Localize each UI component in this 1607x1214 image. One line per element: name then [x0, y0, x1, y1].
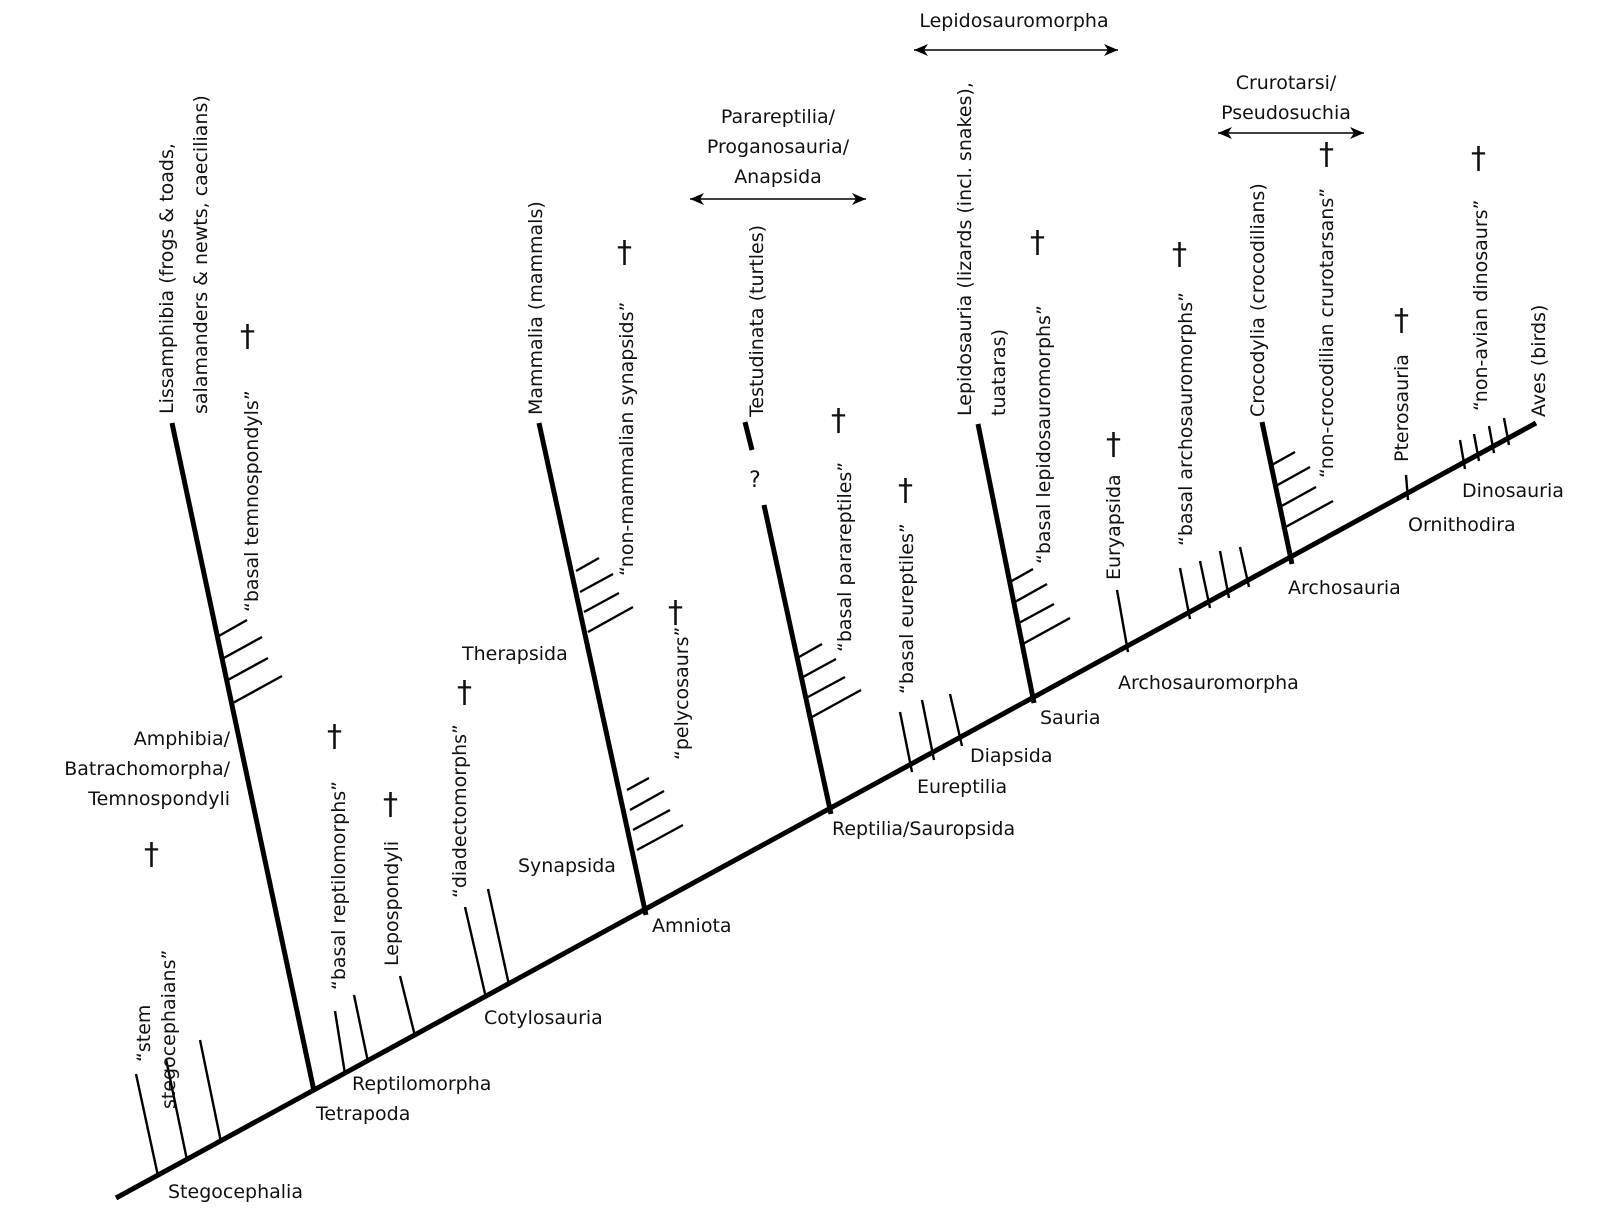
basal-archosauromorphs-label: “basal archosauromorphs”	[1175, 292, 1197, 546]
non-crocodilian-crurotarsans-branches	[1269, 450, 1334, 531]
mammalia-label: Mammalia (mammals)	[525, 201, 547, 415]
node-sauria: Sauria	[1040, 707, 1100, 729]
extinct-dagger-parareptiles: †	[831, 403, 846, 438]
parareptilia-line-3: Anapsida	[734, 166, 822, 188]
lissamphibia-label: Lissamphibia (frogs & toads, salamanders…	[156, 95, 212, 414]
node-tetrapoda: Tetrapoda	[315, 1103, 410, 1125]
euryapsida-branch	[1115, 589, 1130, 653]
extinct-dagger-dinosaurs: †	[1471, 141, 1486, 176]
stem-stegocephalians-branches	[134, 1039, 223, 1177]
basal-archosauromorphs-branches	[1178, 546, 1251, 620]
extinct-dagger-crurotarsans: †	[1319, 137, 1334, 172]
parareptilia-line-1: Parareptilia/	[721, 106, 836, 128]
lepidosauromorpha-text: Lepidosauromorpha	[919, 10, 1108, 32]
lissamphibia-line-2: salamanders & newts, caecilians)	[190, 95, 212, 414]
aves-label: Aves (birds)	[1528, 305, 1550, 417]
crocodylia-label: Crocodylia (crocodilians)	[1247, 183, 1269, 417]
extinct-dagger-pterosauria: †	[1394, 303, 1409, 338]
reptilomorph-branches	[333, 888, 511, 1075]
crurotarsi-line-2: Pseudosuchia	[1221, 102, 1351, 124]
extinct-dagger-lepospondyli: †	[383, 787, 398, 822]
non-avian-dinosaurs-label: “non-avian dinosaurs”	[1470, 200, 1492, 411]
extinct-dagger-archosauromorphs: †	[1172, 237, 1187, 272]
amphibia-line-2: Batrachomorpha/	[64, 758, 230, 780]
amphibia-label: Amphibia/ Batrachomorpha/ Temnospondyli	[64, 728, 230, 810]
uncertain-mark: ?	[749, 468, 761, 493]
node-synapsida: Synapsida	[518, 855, 616, 877]
mammalia-branch	[536, 422, 649, 916]
extinct-dagger-reptilomorphs: †	[327, 719, 342, 754]
extinct-dagger-euryapsida: †	[1106, 427, 1121, 462]
lepospondyli-label: Lepospondyli	[381, 841, 403, 966]
node-dinosauria: Dinosauria	[1462, 480, 1564, 502]
crocodylia-branch	[1259, 421, 1295, 565]
stem-line-1: “stem	[133, 1005, 155, 1062]
basal-temnospondyls-label: “basal temnospondyls”	[241, 390, 263, 612]
basal-temnospondyls-branches	[216, 618, 283, 706]
extinct-dagger-diadectomorphs: †	[457, 675, 472, 710]
pelycosaurs-branches	[626, 776, 684, 852]
pterosauria-branch	[1404, 474, 1410, 501]
extinct-dagger-temnospondyls: †	[240, 319, 255, 354]
parareptilia-bracket: Parareptilia/ Proganosauria/ Anapsida	[690, 106, 866, 205]
diadectomorphs-label: “diadectomorphs”	[449, 724, 471, 898]
lepidosauria-branch	[975, 423, 1037, 704]
extinct-dagger-lepidosauromorphs: †	[1030, 225, 1045, 260]
non-mammalian-synapsids-label: “non-mammalian synapsids”	[616, 302, 638, 576]
node-eureptilia: Eureptilia	[917, 776, 1007, 798]
pelycosaurs-label: “pelycosaurs”	[671, 627, 693, 760]
lepidosauria-line-2: tuataras)	[988, 329, 1010, 416]
parareptilia-line-2: Proganosauria/	[707, 136, 850, 158]
node-stegocephalia: Stegocephalia	[168, 1181, 303, 1203]
testudinata-stub	[742, 421, 755, 451]
node-diapsida: Diapsida	[970, 745, 1053, 767]
lepidosauria-label: Lepidosauria (lizards (incl. snakes), tu…	[954, 82, 1010, 416]
extinct-dagger-synapsids: †	[617, 235, 632, 270]
amphibia-line-3: Temnospondyli	[87, 788, 230, 810]
basal-eureptiles-label: “basal eureptiles”	[896, 523, 918, 694]
node-therapsida: Therapsida	[461, 643, 568, 665]
lepidosauria-line-1: Lepidosauria (lizards (incl. snakes),	[954, 82, 976, 416]
basal-lepidosauromorphs-branches	[1009, 567, 1071, 647]
node-amniota: Amniota	[652, 915, 732, 937]
non-crocodilian-crurotarsans-label: “non-crocodilian crurotarsans”	[1316, 188, 1338, 478]
stem-line-2: stegocephaians”	[158, 950, 180, 1109]
extinct-dagger-pelycosaurs: †	[668, 595, 683, 630]
basal-parareptiles-label: “basal parareptiles”	[834, 462, 856, 652]
extinct-dagger-stem: †	[144, 837, 159, 872]
basal-eureptiles-branches	[898, 693, 964, 773]
node-archosauromorpha: Archosauromorpha	[1118, 672, 1299, 694]
pterosauria-label: Pterosauria	[1391, 354, 1413, 462]
node-cotylosauria: Cotylosauria	[484, 1007, 603, 1029]
non-mammalian-synapsids-branches	[575, 556, 634, 634]
main-spine	[114, 420, 1538, 1201]
stem-stegocephalians-label: “stem stegocephaians”	[133, 950, 180, 1109]
node-reptilomorpha: Reptilomorpha	[352, 1073, 491, 1095]
amphibia-line-1: Amphibia/	[134, 728, 231, 750]
euryapsida-label: Euryapsida	[1103, 474, 1125, 580]
extinct-dagger-eureptiles: †	[898, 473, 913, 508]
lissamphibia-line-1: Lissamphibia (frogs & toads,	[156, 143, 178, 414]
node-archosauria: Archosauria	[1288, 577, 1401, 599]
crurotarsi-bracket: Crurotarsi/ Pseudosuchia	[1218, 72, 1364, 139]
basal-parareptiles-branches	[798, 642, 862, 719]
testudinata-branch	[761, 504, 834, 815]
node-ornithodira: Ornithodira	[1408, 514, 1516, 536]
crurotarsi-line-1: Crurotarsi/	[1236, 72, 1337, 94]
lepidosauromorpha-bracket: Lepidosauromorpha	[914, 10, 1118, 56]
non-avian-dinosaurs-branches	[1458, 417, 1511, 470]
basal-lepidosauromorphs-label: “basal lepidosauromorphs”	[1033, 305, 1055, 564]
testudinata-label: Testudinata (turtles)	[746, 225, 768, 418]
node-reptilia: Reptilia/Sauropsida	[832, 818, 1015, 840]
lissamphibia-branch	[169, 422, 317, 1092]
basal-reptilomorphs-label: “basal reptilomorphs”	[328, 781, 350, 990]
